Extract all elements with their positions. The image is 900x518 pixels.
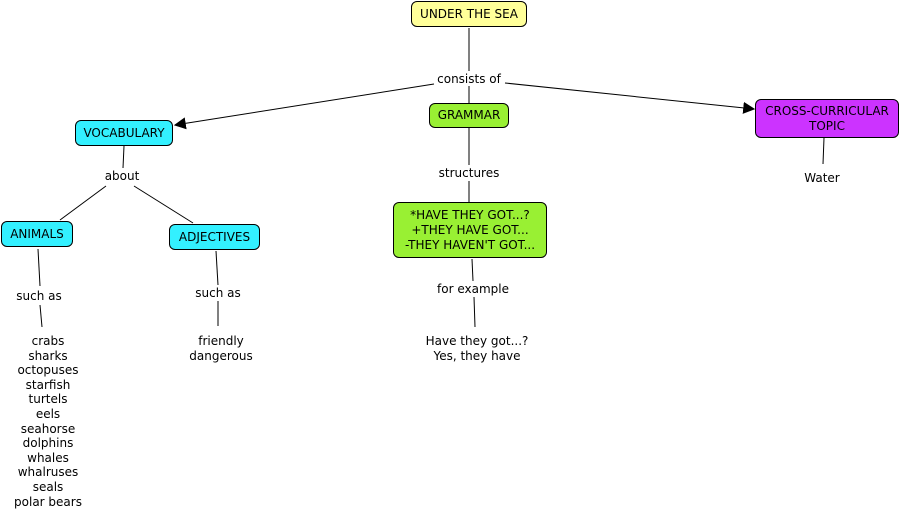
link-about: about [102,169,142,183]
grammar-node[interactable]: GRAMMAR [429,103,509,128]
animals-label: ANIMALS [10,226,64,241]
line-crosscurricular-water [822,137,825,165]
root-label: UNDER THE SEA [420,6,518,21]
line-suchas-animal-list [39,304,43,328]
structures-label: *HAVE THEY GOT...? +THEY HAVE GOT... -TH… [404,207,536,252]
line-animals-suchas [37,248,41,287]
animals-node[interactable]: ANIMALS [1,221,73,247]
adjective-examples-list: friendly dangerous [189,334,253,363]
root-node-under-the-sea[interactable]: UNDER THE SEA [411,1,527,27]
arrow-to-vocabulary [173,83,435,130]
cross-curricular-label: CROSS-CURRICULAR TOPIC [765,103,889,133]
adjectives-label: ADJECTIVES [178,229,251,244]
vocabulary-node[interactable]: VOCABULARY [75,120,173,146]
animal-examples-list: crabs sharks octopuses starfish turtels … [14,334,82,509]
structures-node[interactable]: *HAVE THEY GOT...? +THEY HAVE GOT... -TH… [393,202,547,258]
line-forexample-example [473,296,476,328]
vocabulary-label: VOCABULARY [83,125,165,140]
line-adjectives-suchas [215,250,219,286]
line-vocabulary-about [122,145,125,169]
arrow-to-crosscurricular [504,82,756,114]
water-text: Water [804,171,840,185]
adjectives-node[interactable]: ADJECTIVES [169,224,260,250]
link-such-as-adjectives: such as [193,286,243,300]
grammar-example-text: Have they got...? Yes, they have [425,334,529,363]
line-about-adjectives [133,185,194,224]
link-consists-of: consists of [435,72,503,86]
cross-curricular-topic-node[interactable]: CROSS-CURRICULAR TOPIC [755,99,899,138]
line-box-forexample [471,258,474,282]
link-structures: structures [436,166,502,180]
link-such-as-animals: such as [14,289,64,303]
grammar-label: GRAMMAR [437,108,501,122]
line-about-animals [59,185,107,221]
link-for-example: for example [435,282,511,296]
